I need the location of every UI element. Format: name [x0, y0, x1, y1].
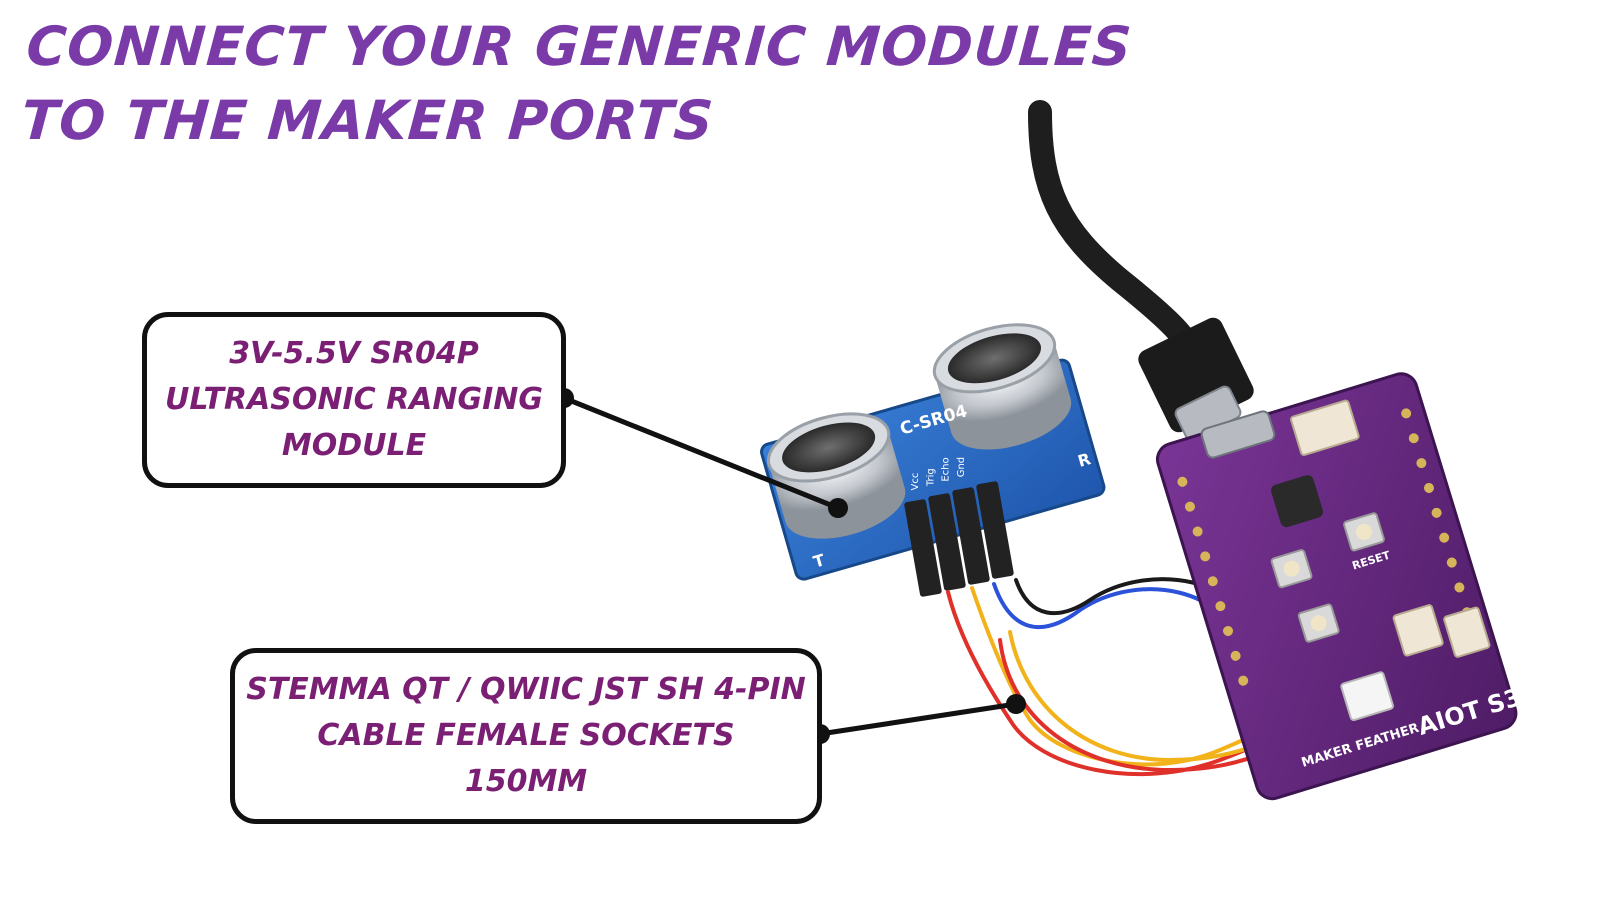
pin-label-trig: Trig [925, 468, 936, 487]
sensor-callout-line-2: Ultrasonic Ranging [164, 382, 544, 417]
sensor-leader-dot-end [828, 498, 848, 518]
ultrasonic-sensor-module: C-SR04 T R Vcc Trig Echo Gnd [760, 323, 1106, 581]
sensor-callout-line-3: Module [281, 428, 427, 463]
pin-label-gnd: Gnd [956, 457, 967, 477]
receiver-label: R [1076, 449, 1093, 471]
cable-leader-line [819, 701, 1017, 737]
maker-feather-aiot-s3-board: RESET MAKER FEATHER AIOT S3 [1155, 372, 1525, 801]
cable-leader-dot-end [1006, 694, 1026, 714]
sensor-callout-line-1: 3V-5.5V SR04P [229, 336, 479, 371]
transmitter-label: T [811, 550, 827, 571]
plugged-jst-connector [1340, 671, 1394, 721]
cable-callout-box: Stemma QT / Qwiic JST SH 4-pin cable fem… [230, 648, 822, 824]
receiver-cylinder [932, 323, 1072, 450]
transmitter-cylinder [766, 412, 906, 539]
maker-port-2 [1443, 606, 1491, 658]
usb-cable [1028, 100, 1254, 441]
sensor-leader-line [563, 395, 839, 511]
sensor-callout-box: 3V-5.5V SR04P Ultrasonic Ranging Module [142, 312, 566, 488]
maker-port-1 [1392, 604, 1444, 657]
pin-label-vcc: Vcc [910, 473, 921, 491]
cable-callout-line-1: Stemma QT / Qwiic JST SH 4-pin [246, 672, 806, 707]
pin-label-echo: Echo [941, 457, 952, 481]
cable-callout-line-3: 150mm [464, 764, 588, 799]
sensor-wire-connectors [904, 481, 1014, 597]
cable-callout-line-2: cable female sockets [317, 718, 735, 753]
